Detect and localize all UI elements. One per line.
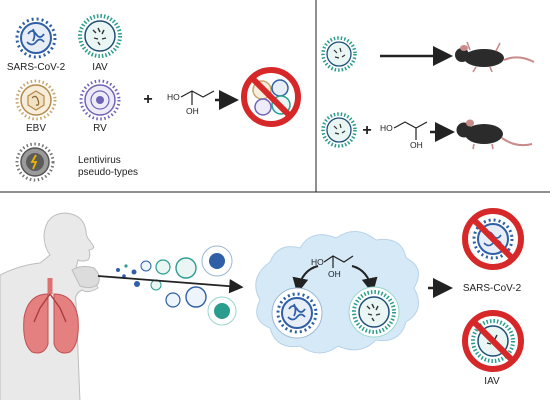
lentivirus-icon bbox=[15, 142, 55, 182]
rv-icon bbox=[79, 79, 121, 121]
lentivirus-label-line2: pseudo-types bbox=[78, 167, 139, 178]
iav-label: IAV bbox=[92, 62, 108, 73]
plus-sign: + bbox=[362, 122, 372, 139]
ebv-label: EBV bbox=[25, 123, 47, 134]
oh-label: OH bbox=[186, 106, 199, 116]
prohibited-iav-symbol bbox=[462, 310, 524, 372]
sick-mouse-icon bbox=[455, 41, 535, 73]
ho-label: HO bbox=[380, 123, 393, 133]
sars-cov-2-icon bbox=[271, 287, 323, 339]
oh-label: OH bbox=[410, 140, 423, 150]
sars-cov-2-icon bbox=[15, 17, 57, 59]
human-figure bbox=[0, 212, 100, 400]
rv-label: RV bbox=[93, 123, 107, 134]
exhale-arrow bbox=[97, 275, 244, 294]
iav-result-label: IAV bbox=[484, 376, 500, 387]
iav-icon bbox=[321, 112, 357, 148]
propanediol-molecule bbox=[393, 121, 428, 140]
ebv-icon bbox=[15, 79, 57, 121]
curved-arrow-left bbox=[292, 265, 319, 294]
sars-cov-2-result-label: SARS-CoV-2 bbox=[462, 283, 522, 294]
prohibited-viruses-symbol bbox=[241, 67, 301, 127]
ho-label: HO bbox=[311, 257, 324, 267]
sars-cov-2-label: SARS-CoV-2 bbox=[6, 62, 66, 73]
ho-label: HO bbox=[167, 92, 180, 102]
healthy-mouse-icon bbox=[456, 119, 533, 150]
propanediol-molecule bbox=[180, 90, 215, 105]
lungs-icon bbox=[23, 278, 79, 354]
oh-label: OH bbox=[328, 269, 341, 279]
plus-sign: + bbox=[143, 91, 153, 108]
iav-icon bbox=[321, 36, 357, 72]
prohibited-sars-cov-2-symbol bbox=[462, 208, 524, 270]
aerosol-cloud bbox=[255, 231, 419, 354]
exhaled-aerosol-particles bbox=[116, 245, 237, 326]
iav-icon bbox=[348, 286, 400, 338]
lentivirus-label-line1: Lentivirus bbox=[78, 155, 121, 166]
propanediol-molecule bbox=[323, 255, 354, 268]
iav-icon bbox=[78, 14, 122, 58]
